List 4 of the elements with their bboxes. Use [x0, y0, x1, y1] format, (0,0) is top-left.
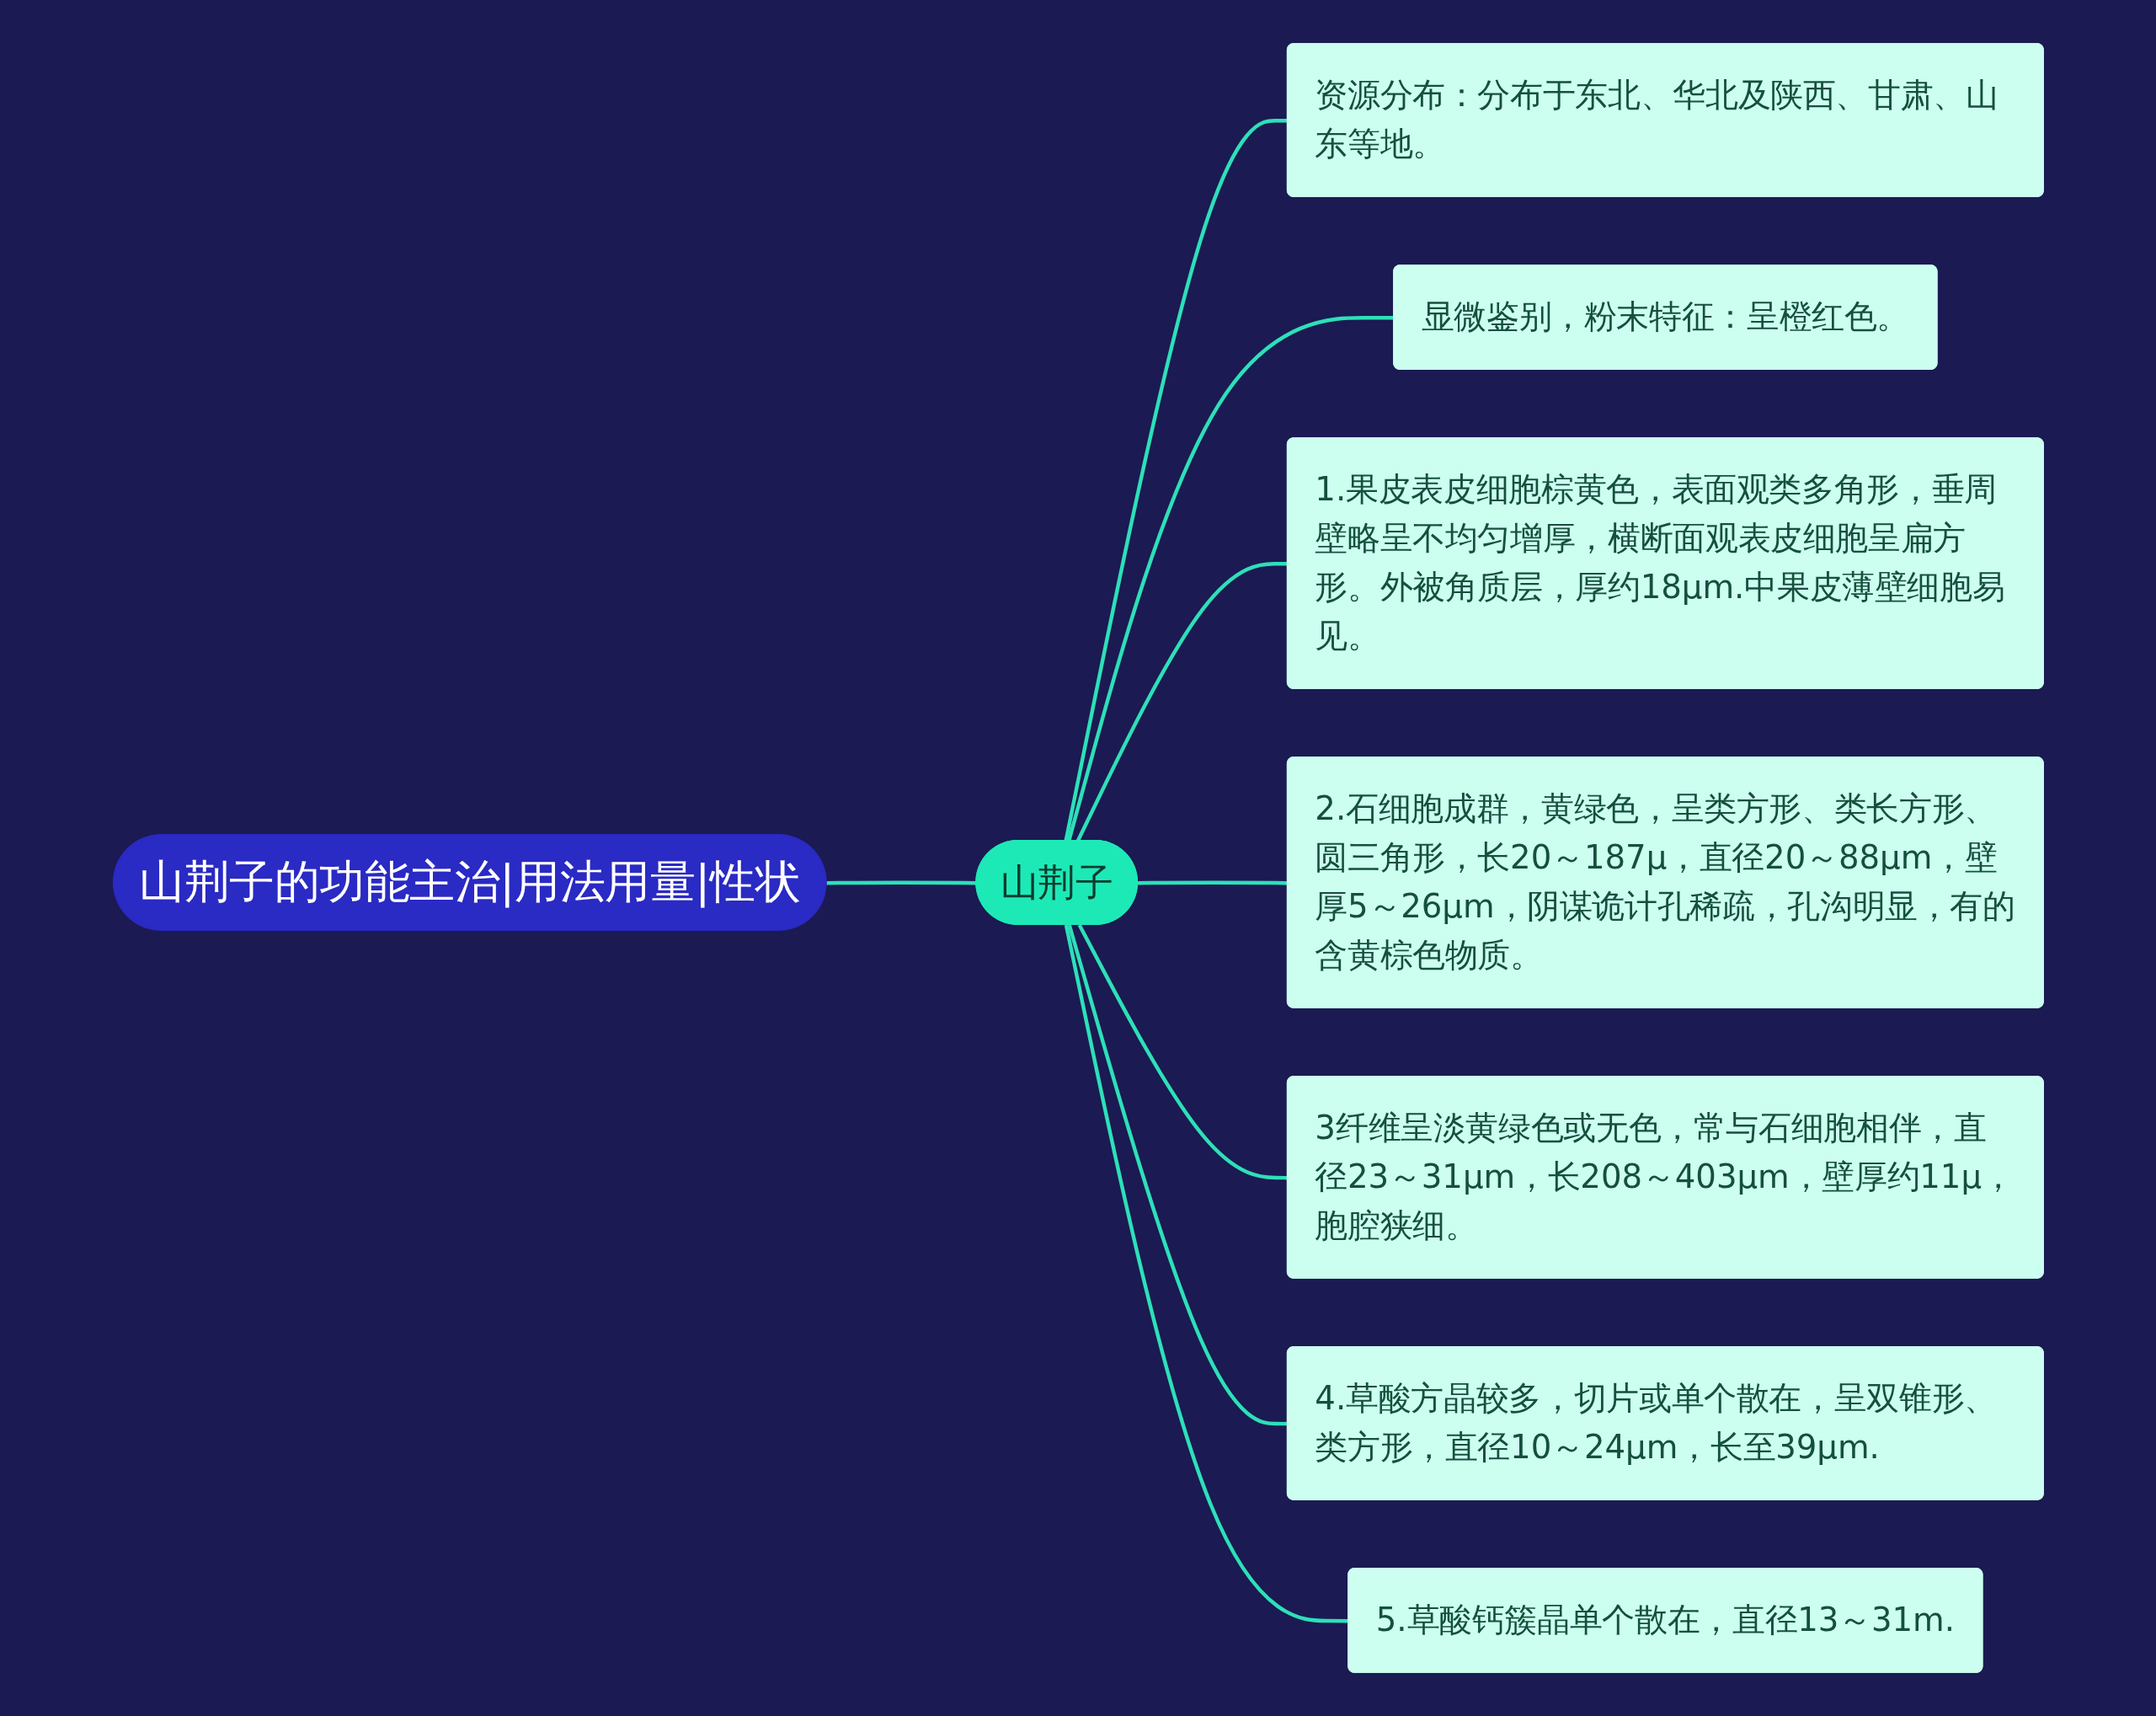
connector [1137, 880, 1288, 885]
connector [1063, 118, 1288, 842]
connector [1077, 923, 1288, 1180]
connector [1067, 924, 1288, 1426]
